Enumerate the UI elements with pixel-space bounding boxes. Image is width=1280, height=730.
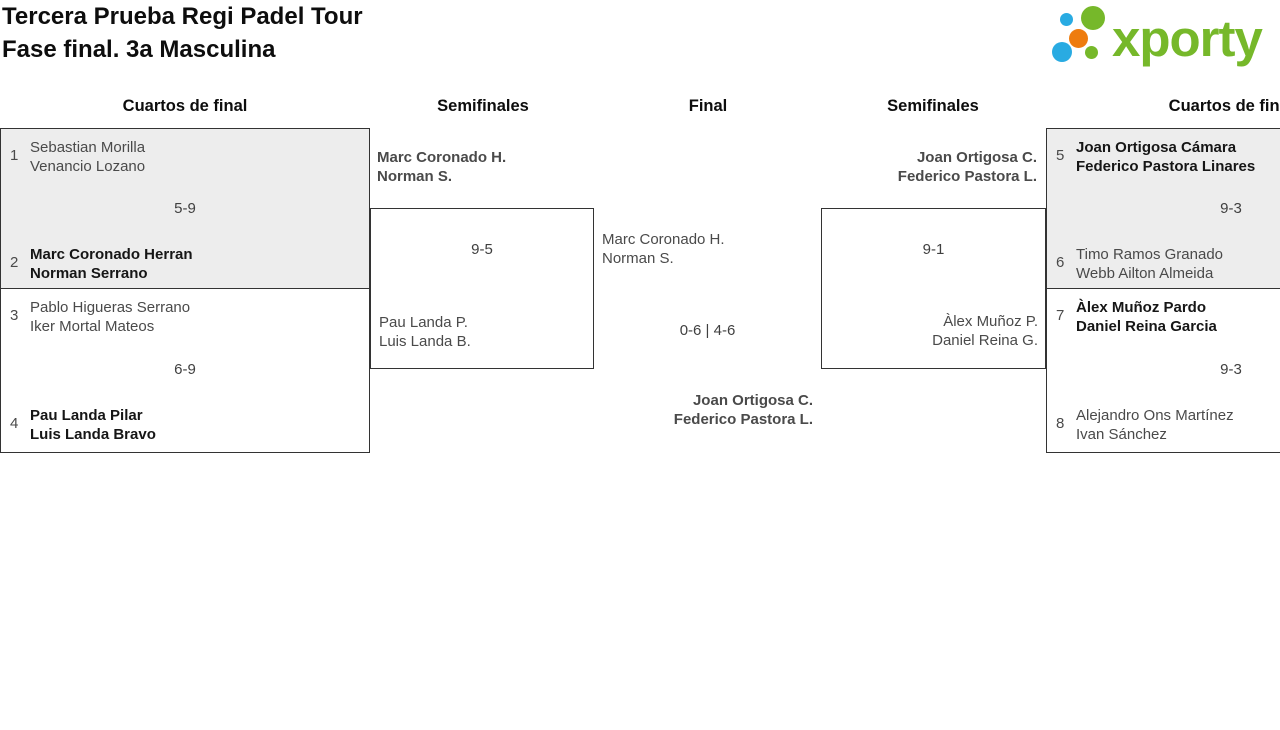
team-names: Àlex Muñoz P. Daniel Reina G. xyxy=(822,312,1038,350)
player-name: Luis Landa B. xyxy=(379,333,471,350)
player-name: Ivan Sánchez xyxy=(1076,426,1167,443)
player-name: Pau Landa Pilar xyxy=(30,407,143,424)
seed-number: 5 xyxy=(1056,147,1065,164)
team-names: Timo Ramos Granado Webb Ailton Almeida xyxy=(1076,245,1223,283)
player-name: Norman S. xyxy=(602,250,674,267)
match-box-sf-left: 9-5 Pau Landa P. Luis Landa B. xyxy=(370,208,594,369)
page-title: Tercera Prueba Regi Padel Tour xyxy=(2,3,363,30)
player-name: Pablo Higueras Serrano xyxy=(30,299,191,316)
round-header-quarterfinals-left: Cuartos de final xyxy=(122,97,248,115)
team-names: Pau Landa P. Luis Landa B. xyxy=(379,313,471,351)
team-names: Pau Landa Pilar Luis Landa Bravo xyxy=(30,406,156,444)
player-name: Joan Ortigosa Cámara xyxy=(1076,139,1237,156)
player-name: Marc Coronado H. xyxy=(602,231,725,248)
player-name: Àlex Muñoz Pardo xyxy=(1076,299,1207,316)
match-score: 5-9 xyxy=(174,200,196,217)
player-name: Daniel Reina Garcia xyxy=(1076,318,1217,335)
final-team-top: Marc Coronado H. Norman S. xyxy=(602,230,725,268)
player-name: Marc Coronado Herran xyxy=(30,246,193,263)
seed-number: 3 xyxy=(10,307,19,324)
seed-number: 2 xyxy=(10,254,19,271)
match-score: 9-5 xyxy=(471,241,493,258)
logo-dot-orange-icon xyxy=(1069,29,1088,48)
match-box-qf-5-6: 5 Joan Ortigosa Cámara Federico Pastora … xyxy=(1046,128,1280,289)
player-name: Àlex Muñoz P. xyxy=(943,313,1038,330)
player-name: Joan Ortigosa C. xyxy=(692,392,813,409)
player-name: Norman S. xyxy=(377,168,453,185)
player-name: Federico Pastora Linares xyxy=(1076,158,1256,175)
team-names: Joan Ortigosa Cámara Federico Pastora Li… xyxy=(1076,138,1255,176)
round-header-final: Final xyxy=(688,97,728,115)
player-name: Alejandro Ons Martínez xyxy=(1076,407,1234,424)
round-header-quarterfinals-right: Cuartos de final xyxy=(1168,97,1280,115)
match-score: 9-3 xyxy=(1220,200,1242,217)
logo-dot-blue-small-icon xyxy=(1060,13,1073,26)
player-name: Iker Mortal Mateos xyxy=(30,318,155,335)
player-name: Webb Ailton Almeida xyxy=(1076,265,1214,282)
seed-number: 6 xyxy=(1056,254,1065,271)
player-name: Federico Pastora L. xyxy=(673,411,813,428)
player-name: Daniel Reina G. xyxy=(932,332,1038,349)
final-score: 0-6 | 4-6 xyxy=(679,322,736,339)
player-name: Sebastian Morilla xyxy=(30,139,146,156)
logo-dot-green-large-icon xyxy=(1081,6,1105,30)
logo-dot-green-small-icon xyxy=(1085,46,1098,59)
player-name: Luis Landa Bravo xyxy=(30,426,156,443)
player-name: Pau Landa P. xyxy=(379,314,468,331)
team-names: Àlex Muñoz Pardo Daniel Reina Garcia xyxy=(1076,298,1217,336)
match-score: 6-9 xyxy=(174,361,196,378)
seed-number: 7 xyxy=(1056,307,1065,324)
page-subtitle: Fase final. 3a Masculina xyxy=(2,36,276,63)
player-name: Marc Coronado H. xyxy=(377,149,507,166)
match-box-qf-7-8: 7 Àlex Muñoz Pardo Daniel Reina Garcia 9… xyxy=(1046,288,1280,453)
match-box-qf-1-2: 1 Sebastian Morilla Venancio Lozano 5-9 … xyxy=(0,128,370,289)
match-box-sf-right: 9-1 Àlex Muñoz P. Daniel Reina G. xyxy=(821,208,1046,369)
seed-number: 4 xyxy=(10,415,19,432)
player-name: Federico Pastora L. xyxy=(897,168,1037,185)
match-box-qf-3-4: 3 Pablo Higueras Serrano Iker Mortal Mat… xyxy=(0,288,370,453)
seed-number: 8 xyxy=(1056,415,1065,432)
player-name: Norman Serrano xyxy=(30,265,148,282)
match-score: 9-3 xyxy=(1220,361,1242,378)
match-score: 9-1 xyxy=(922,241,945,258)
logo-dot-blue-large-icon xyxy=(1052,42,1072,62)
team-names: Alejandro Ons Martínez Ivan Sánchez xyxy=(1076,406,1234,444)
team-names: Marc Coronado Herran Norman Serrano xyxy=(30,245,193,283)
round-header-semifinals-left: Semifinales xyxy=(437,97,529,115)
player-name: Joan Ortigosa C. xyxy=(916,149,1037,166)
player-name: Venancio Lozano xyxy=(30,158,146,175)
advancing-team: Marc Coronado H. Norman S. xyxy=(377,148,506,186)
team-names: Pablo Higueras Serrano Iker Mortal Mateo… xyxy=(30,298,190,336)
team-names: Sebastian Morilla Venancio Lozano xyxy=(30,138,145,176)
final-team-bottom: Joan Ortigosa C. Federico Pastora L. xyxy=(596,391,813,429)
player-name: Timo Ramos Granado xyxy=(1076,246,1223,263)
seed-number: 1 xyxy=(10,147,19,164)
logo-wordmark: xporty xyxy=(1112,10,1263,67)
advancing-team: Joan Ortigosa C. Federico Pastora L. xyxy=(821,148,1037,186)
round-header-semifinals-right: Semifinales xyxy=(887,97,979,115)
